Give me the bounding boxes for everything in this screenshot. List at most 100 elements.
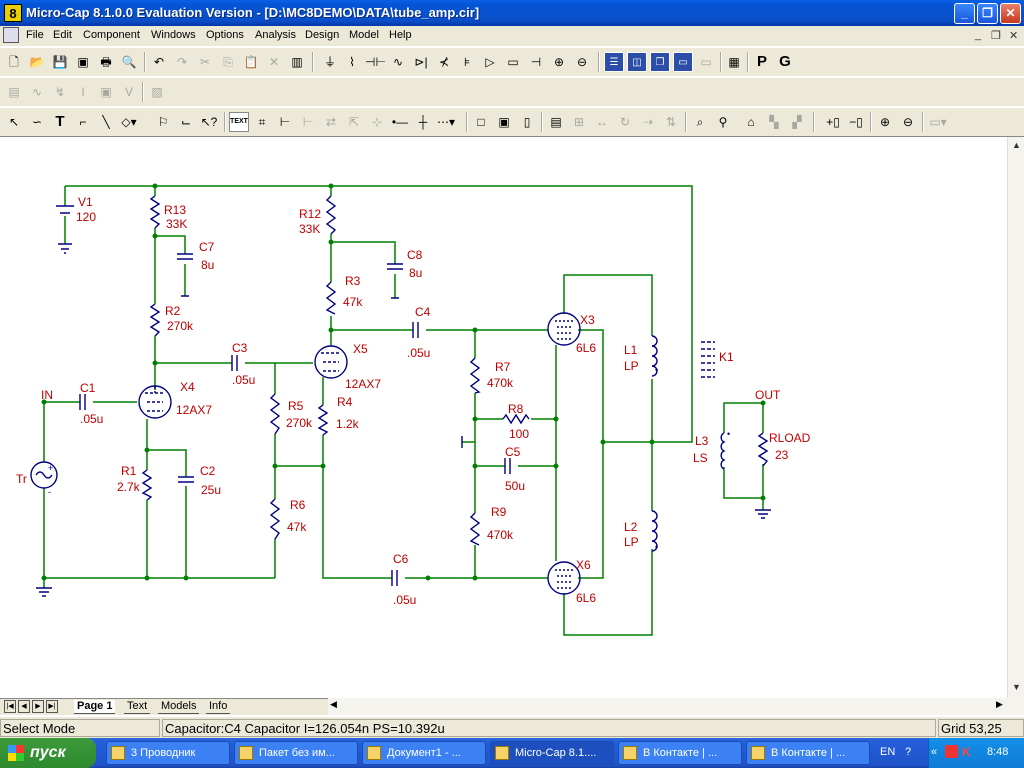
find-icon[interactable]: ⌕ <box>696 115 704 129</box>
menu-file[interactable]: File <box>26 29 44 41</box>
vertical-scrollbar[interactable]: ▲ ▼ <box>1007 137 1024 698</box>
scroll-up-icon[interactable]: ▲ <box>1012 140 1021 150</box>
delete-icon[interactable]: ✕ <box>268 55 280 69</box>
node-numbers-icon[interactable]: ⌗ <box>258 115 266 129</box>
pin-connections-icon[interactable]: ⊢ <box>279 115 291 129</box>
open-folder-icon[interactable]: 📂 <box>29 55 45 69</box>
scroll-right-icon[interactable]: ▶ <box>996 699 1003 709</box>
menu-design[interactable]: Design <box>305 29 340 41</box>
horizontal-scrollbar[interactable]: ◀ ▶ <box>328 698 1024 715</box>
app-icon[interactable]: 8 <box>4 4 22 22</box>
menu-options[interactable]: Options <box>206 29 244 41</box>
mosfet-icon[interactable]: ⊧ <box>463 55 471 69</box>
capacitor-icon[interactable]: ⊣⊢ <box>365 55 386 69</box>
document-icon[interactable] <box>3 27 19 43</box>
close-button[interactable]: ✕ <box>1000 3 1021 24</box>
line-icon[interactable]: ╲ <box>102 115 110 129</box>
page-icon[interactable]: ▯ <box>523 115 531 129</box>
p-button[interactable]: P <box>756 53 767 70</box>
maximize-button[interactable]: ❐ <box>977 3 998 24</box>
step-icon[interactable]: ⇢ <box>642 115 654 129</box>
task-vkontakte-2[interactable]: В Контакте | ... <box>746 741 870 765</box>
menu-windows[interactable]: Windows <box>151 29 196 41</box>
task-packet[interactable]: Пакет без им... <box>234 741 358 765</box>
border-icon[interactable]: □ <box>477 115 485 129</box>
wire-icon[interactable]: ⌐ <box>79 115 87 129</box>
tile-horizontal-icon[interactable]: ☰ <box>604 52 624 72</box>
sine-source-icon[interactable]: ⊖ <box>576 55 588 69</box>
mirror-v-icon[interactable]: ⇅ <box>665 115 677 129</box>
menu-component[interactable]: Component <box>83 29 140 41</box>
rotate-icon[interactable]: ↻ <box>619 115 631 129</box>
next-page-icon[interactable]: ▶ <box>32 700 44 713</box>
dotted-grid-icon[interactable]: ⋯▾ <box>436 115 456 129</box>
print-preview-icon[interactable]: 🔍 <box>121 55 137 69</box>
battery-icon[interactable]: ⊣ <box>530 55 542 69</box>
macro-icon[interactable]: ▭ <box>507 55 519 69</box>
menu-edit[interactable]: Edit <box>53 29 72 41</box>
color-flag-icon[interactable]: ▭▾ <box>929 115 947 129</box>
zoom-in-icon[interactable]: ⊕ <box>879 115 891 129</box>
bus-icon[interactable]: ▥ <box>291 55 303 69</box>
minimize-button[interactable]: _ <box>954 3 975 24</box>
vbias-icon[interactable]: V <box>124 85 133 99</box>
pointer-icon[interactable]: ⇱ <box>348 115 360 129</box>
title-block-icon[interactable]: ▣ <box>498 115 510 129</box>
new-file-icon[interactable]: 🗋 <box>9 55 19 69</box>
zoom-out-icon[interactable]: ⊖ <box>902 115 914 129</box>
tab-text[interactable]: Text <box>124 700 151 714</box>
resistor-icon[interactable]: ⌇ <box>349 55 355 69</box>
tab-page-1[interactable]: Page 1 <box>74 700 116 714</box>
kaspersky-icon[interactable]: K <box>962 745 971 759</box>
attribute-icon[interactable]: ⊢ <box>302 115 314 129</box>
expand-tray-icon[interactable]: « <box>931 746 938 758</box>
node-icon[interactable]: ⊹ <box>371 115 383 129</box>
waveform-icon[interactable]: ∿ <box>31 85 43 99</box>
tab-info[interactable]: Info <box>206 700 231 714</box>
shapes-icon[interactable]: ◇▾ <box>121 115 137 129</box>
scroll-left-icon[interactable]: ◀ <box>330 699 337 709</box>
flag-icon[interactable]: ⚐ <box>157 115 169 129</box>
menu-help[interactable]: Help <box>389 29 412 41</box>
cross-icon[interactable]: ┼ <box>418 115 428 129</box>
select-arrow-icon[interactable]: ↖ <box>8 115 20 129</box>
cascade-icon[interactable]: ❐ <box>650 52 670 72</box>
text-tool-icon[interactable]: T <box>55 113 65 130</box>
g-button[interactable]: G <box>779 53 791 70</box>
calculator-icon[interactable]: ▦ <box>728 55 740 69</box>
menu-model[interactable]: Model <box>349 29 379 41</box>
probe-icon[interactable]: ↯ <box>54 85 66 99</box>
schematic-svg[interactable]: V1 120 R13 33K C7 8u R2 270k C3 .05u R12… <box>0 137 1007 698</box>
task-document[interactable]: Документ1 - ... <box>362 741 486 765</box>
picture-icon[interactable]: ▣ <box>100 85 112 99</box>
schematic-icon[interactable]: ⌂ <box>747 115 755 129</box>
first-page-icon[interactable]: |◀ <box>4 700 16 713</box>
info-icon[interactable]: ⌙ <box>180 115 192 129</box>
copy-icon[interactable]: ⎘ <box>223 55 233 69</box>
help-cursor-icon[interactable]: ↖? <box>200 115 218 129</box>
menu-analysis[interactable]: Analysis <box>255 29 296 41</box>
tile-vertical-icon[interactable]: ◫ <box>627 52 647 72</box>
grid-icon[interactable]: ▨ <box>151 85 163 99</box>
properties-icon[interactable]: ▤ <box>550 115 562 129</box>
source-icon[interactable]: ⊕ <box>553 55 565 69</box>
tab-models[interactable]: Models <box>158 700 200 714</box>
task-vkontakte-1[interactable]: В Контакте | ... <box>618 741 742 765</box>
start-button[interactable]: пуск <box>0 738 96 768</box>
schematic-canvas[interactable]: V1 120 R13 33K C7 8u R2 270k C3 .05u R12… <box>0 136 1024 698</box>
component-grid-icon[interactable]: ▤ <box>8 85 20 99</box>
print-icon[interactable]: 🖶 <box>100 55 112 69</box>
mirror-h-icon[interactable]: ⊞ <box>573 115 585 129</box>
split-window-icon[interactable]: ▭ <box>700 55 712 69</box>
scroll-down-icon[interactable]: ▼ <box>1012 682 1021 692</box>
last-page-icon[interactable]: ▶| <box>46 700 58 713</box>
diode-icon[interactable]: ⊳| <box>414 55 428 69</box>
binoculars-icon[interactable]: ⚲ <box>718 115 728 129</box>
pin-icon[interactable]: ǀ <box>81 85 85 99</box>
bring-front-icon[interactable]: ▚ <box>769 115 779 129</box>
mdi-restore-button[interactable]: ❐ <box>991 30 1001 42</box>
antivirus-icon[interactable] <box>945 745 958 758</box>
title-bar[interactable]: 8 Micro-Cap 8.1.0.0 Evaluation Version -… <box>0 0 1024 26</box>
dot-line-icon[interactable]: •— <box>391 115 409 129</box>
task-microcap[interactable]: Micro-Cap 8.1.... <box>490 741 614 765</box>
